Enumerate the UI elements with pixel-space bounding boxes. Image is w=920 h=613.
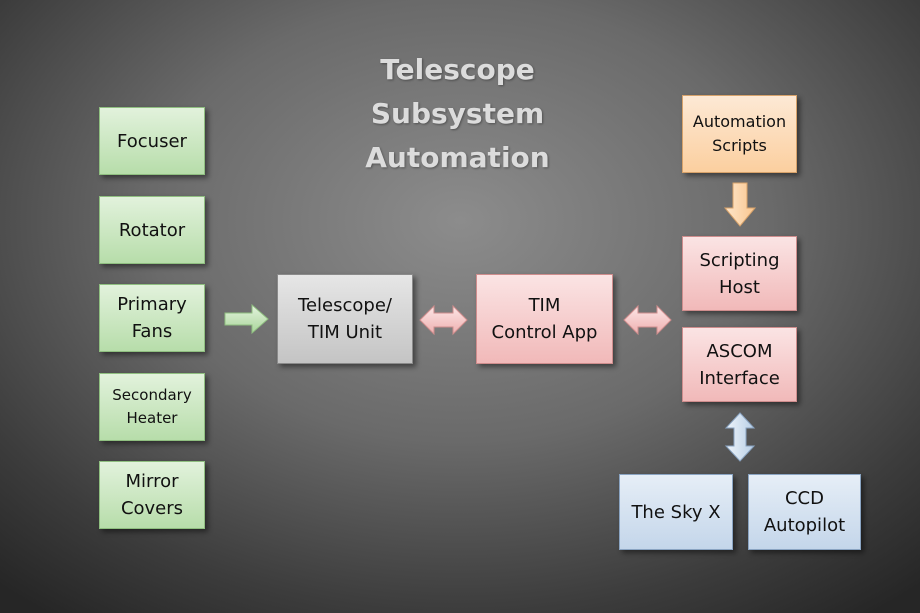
scripting-host-box: Scripting Host	[682, 236, 797, 311]
diagram-title: Telescope Subsystem Automation	[330, 48, 585, 180]
focuser-label: Focuser	[117, 130, 187, 152]
ccd-autopilot-box: CCD Autopilot	[748, 474, 861, 550]
tim-control-app-box: TIM Control App	[476, 274, 613, 364]
arrow-ascom-to-apps	[724, 412, 756, 462]
telescope-unit-label-1: Telescope/	[298, 295, 392, 316]
ascom-interface-label-2: Interface	[699, 367, 780, 389]
automation-scripts-label-1: Automation	[692, 112, 787, 131]
scripting-host-label-2: Host	[719, 276, 760, 298]
the-sky-x-label: The Sky X	[631, 501, 721, 523]
focuser-box: Focuser	[99, 107, 205, 175]
rotator-label: Rotator	[118, 219, 186, 241]
control-app-label-1: TIM	[528, 295, 561, 316]
telescope-tim-unit-box: Telescope/ TIM Unit	[277, 274, 413, 364]
mirror-covers-label-1: Mirror	[125, 471, 179, 492]
secondary-heater-label-1: Secondary	[112, 386, 192, 404]
primary-fans-label-2: Fans	[131, 321, 173, 342]
arrow-control-app-to-host	[623, 304, 672, 336]
ccd-autopilot-label-1: CCD	[784, 488, 824, 509]
ccd-autopilot-label-2: Autopilot	[763, 515, 846, 536]
ascom-interface-box: ASCOM Interface	[682, 327, 797, 402]
automation-scripts-box: Automation Scripts	[682, 95, 797, 173]
telescope-unit-label-2: TIM Unit	[307, 322, 383, 343]
ascom-interface-label-1: ASCOM	[706, 340, 773, 362]
rotator-box: Rotator	[99, 196, 205, 264]
title-line-1: Telescope	[380, 53, 535, 86]
title-line-2: Subsystem	[370, 97, 545, 130]
primary-fans-label-1: Primary	[117, 294, 187, 315]
title-line-3: Automation	[365, 141, 550, 174]
secondary-heater-box: Secondary Heater	[99, 373, 205, 441]
arrow-unit-to-control-app	[419, 304, 468, 336]
arrow-subsystems-to-unit	[224, 303, 269, 335]
control-app-label-2: Control App	[491, 322, 598, 343]
secondary-heater-label-2: Heater	[126, 409, 178, 427]
automation-scripts-label-2: Scripts	[712, 136, 767, 155]
mirror-covers-box: Mirror Covers	[99, 461, 205, 529]
mirror-covers-label-2: Covers	[120, 498, 184, 519]
primary-fans-box: Primary Fans	[99, 284, 205, 352]
arrow-scripts-to-host	[723, 182, 757, 227]
the-sky-x-box: The Sky X	[619, 474, 733, 550]
scripting-host-label-1: Scripting	[699, 249, 780, 271]
